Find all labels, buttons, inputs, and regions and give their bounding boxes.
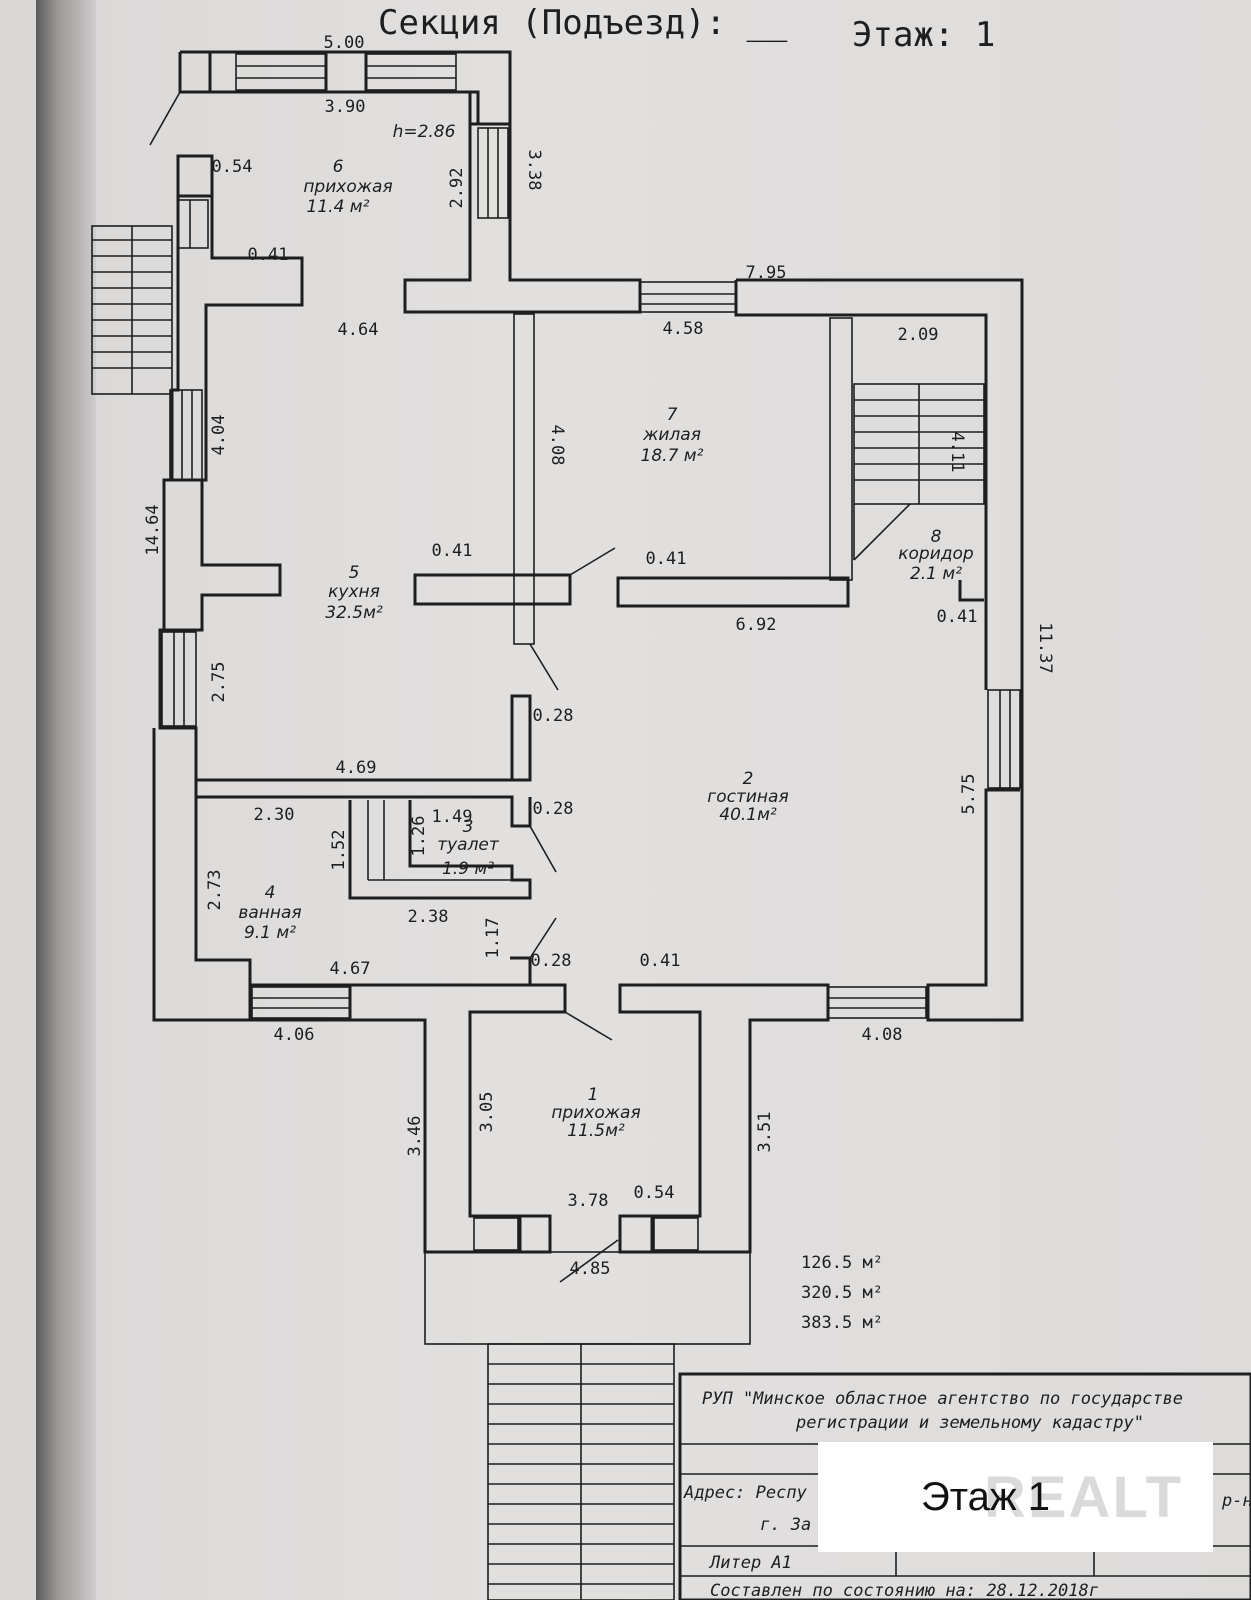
dimension-label: 2.09 <box>898 325 939 345</box>
dimension-label: 4.11 <box>947 432 967 473</box>
stamp-litera: Литер А1 <box>708 1553 792 1573</box>
room-6-area: 11.4 м² <box>307 197 370 217</box>
dimension-label: 4.69 <box>336 758 377 778</box>
dimension-label: 0.41 <box>646 549 687 569</box>
stamp-composed: Составлен по состоянию на: 28.12.2018г <box>710 1581 1099 1600</box>
room-8-number: 8 <box>931 527 942 547</box>
paper-sheet <box>36 0 1251 1600</box>
interior-stairs <box>853 383 985 561</box>
left-stairs <box>91 225 173 395</box>
total-1: 126.5 м² <box>801 1253 883 1273</box>
dimension-label: 4.85 <box>570 1259 611 1279</box>
room-4-number: 4 <box>265 883 276 903</box>
dimension-label: 1.17 <box>483 918 503 959</box>
dimension-label: 4.08 <box>547 425 567 466</box>
dimension-label: 0.28 <box>533 799 574 819</box>
dimension-label: 0.41 <box>640 951 681 971</box>
total-3: 383.5 м² <box>801 1313 883 1333</box>
room-6-name: прихожая <box>303 177 392 197</box>
ceiling-height: h=2.86 <box>393 122 456 142</box>
room-7-name: жилая <box>642 425 701 445</box>
room-2-name: гостиная <box>707 787 788 807</box>
total-2: 320.5 м² <box>801 1283 883 1303</box>
dimension-label: 0.41 <box>937 607 978 627</box>
dimension-label: 4.67 <box>330 959 371 979</box>
dimension-label: 4.08 <box>862 1025 903 1045</box>
room-1-number: 1 <box>588 1085 599 1105</box>
exterior-walls <box>152 50 1024 1345</box>
dimension-label: 3.38 <box>524 150 544 191</box>
stamp-right-fragment: р-н <box>1221 1491 1251 1511</box>
dimension-label: 4.04 <box>209 415 229 456</box>
stamp-org-line1: РУП "Минское областное агентство по госу… <box>702 1389 1183 1409</box>
stamp-org-line2: регистрации и земельному кадастру" <box>795 1413 1144 1433</box>
room-1-name: прихожая <box>551 1103 640 1123</box>
dimension-label: 3.51 <box>755 1112 775 1153</box>
section-label: Секция (Подъезд): __ <box>378 3 788 43</box>
stamp-address: Адрес: Респу <box>683 1483 808 1503</box>
dimension-label: 14.64 <box>143 504 163 555</box>
room-7-number: 7 <box>667 405 678 425</box>
dimension-label: 2.38 <box>408 907 449 927</box>
dimension-label: 3.46 <box>405 1116 425 1157</box>
dimension-label: 2.30 <box>254 805 295 825</box>
dimension-label: 4.58 <box>663 319 704 339</box>
room-8-name: коридор <box>898 544 974 564</box>
dimension-label: 0.28 <box>531 951 572 971</box>
room-3-name: туалет <box>437 835 500 855</box>
dimension-label: 3.90 <box>325 97 366 117</box>
dimension-label: 5.00 <box>324 33 365 53</box>
room-4-name: ванная <box>238 903 301 923</box>
floor-label: Этаж: 1 <box>852 15 995 55</box>
interior-walls <box>149 91 984 1283</box>
dimension-label: 2.92 <box>447 168 467 209</box>
room-4-area: 9.1 м² <box>244 923 296 943</box>
room-6-number: 6 <box>333 157 344 177</box>
room-5-name: кухня <box>328 582 380 602</box>
watermark-logo: REALT <box>983 1465 1183 1530</box>
area-totals: 126.5 м² 320.5 м² 383.5 м² <box>801 1253 883 1333</box>
stamp-city: г. За <box>760 1515 811 1535</box>
dimension-label: 1.49 <box>432 807 473 827</box>
dimension-label: 0.41 <box>432 541 473 561</box>
dimension-label: 4.64 <box>338 320 379 340</box>
room-2-number: 2 <box>743 769 754 789</box>
dimension-label: 1.26 <box>409 816 429 857</box>
room-8-area: 2.1 м² <box>910 564 962 584</box>
dimension-label: 5.75 <box>959 774 979 815</box>
room-5-number: 5 <box>349 563 360 583</box>
dimension-label: 2.75 <box>209 662 229 703</box>
dimension-label: 0.41 <box>248 245 289 265</box>
dimension-label: 3.05 <box>477 1092 497 1133</box>
dimension-label: 0.54 <box>212 157 253 177</box>
entrance-stairs <box>487 1343 675 1600</box>
room-3-area: 1.9 м² <box>442 859 494 879</box>
floor-badge: Этаж 1 REALT <box>818 1442 1213 1552</box>
dimension-label: 2.73 <box>205 870 225 911</box>
dimension-label: 0.54 <box>634 1183 675 1203</box>
paper-edge-shadow <box>36 0 96 1600</box>
dimension-label: 1.52 <box>329 830 349 871</box>
room-1-area: 11.5м² <box>567 1121 625 1141</box>
room-3-number: 3 <box>463 817 474 837</box>
dimension-label: 6.92 <box>736 615 777 635</box>
dimension-label: 3.78 <box>568 1191 609 1211</box>
room-labels: 1 прихожая 11.5м² 2 гостиная 40.1м² 3 ту… <box>238 122 974 1141</box>
dimension-label: 4.06 <box>274 1025 315 1045</box>
room-5-area: 32.5м² <box>325 603 383 623</box>
room-2-area: 40.1м² <box>719 805 777 825</box>
dimension-label: 11.37 <box>1035 622 1055 673</box>
dimension-label: 7.95 <box>746 263 787 283</box>
dimension-label: 0.28 <box>533 706 574 726</box>
room-7-area: 18.7 м² <box>641 446 704 466</box>
floor-badge-label: Этаж 1 <box>921 1474 1050 1519</box>
dimension-labels: 5.00 3.90 3.38 2.92 0.54 0.41 4.64 7.95 … <box>143 33 1055 1279</box>
